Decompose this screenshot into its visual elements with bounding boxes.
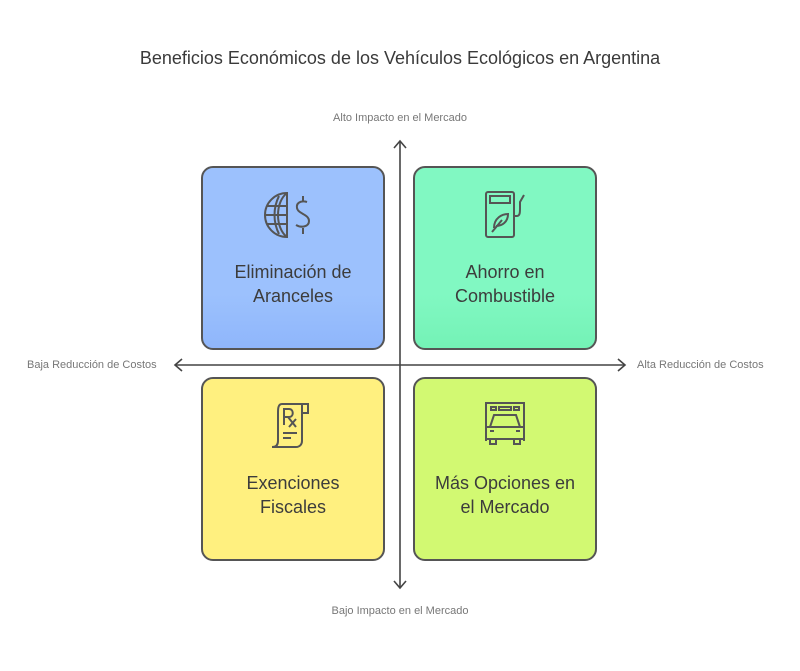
eco-fuel-pump-icon — [415, 190, 595, 240]
arrow-up-icon — [393, 139, 407, 149]
arrow-left-icon — [173, 358, 183, 372]
axis-label-right: Alta Reducción de Costos — [637, 359, 764, 371]
prescription-scroll-icon — [203, 401, 383, 451]
quadrant-label: Ahorro en Combustible — [415, 260, 595, 308]
label-line: Exenciones — [246, 473, 340, 493]
label-line: Fiscales — [259, 497, 326, 517]
label-line: el Mercado — [460, 497, 550, 517]
label-line: Aranceles — [252, 286, 334, 306]
diagram-title: Beneficios Económicos de los Vehículos E… — [139, 48, 661, 68]
quadrant-label: Más Opciones en el Mercado — [415, 471, 595, 519]
vehicle-icon — [415, 401, 595, 451]
quadrant-mas-opciones: Más Opciones en el Mercado — [413, 377, 597, 561]
label-line: Más Opciones en — [434, 473, 576, 493]
axis-label-bottom: Bajo Impacto en el Mercado — [331, 605, 469, 617]
arrow-down-icon — [393, 580, 407, 590]
arrow-right-icon — [617, 358, 627, 372]
quadrant-ahorro-combustible: Ahorro en Combustible — [413, 166, 597, 350]
axis-label-top: Alto Impacto en el Mercado — [333, 112, 467, 124]
label-line: Ahorro en — [465, 262, 545, 282]
label-line: Combustible — [454, 286, 556, 306]
label-line: Eliminación de — [234, 262, 352, 282]
globe-dollar-icon — [203, 190, 383, 240]
axis-label-left: Baja Reducción de Costos — [27, 359, 157, 371]
quadrant-eliminacion-aranceles: Eliminación de Aranceles — [201, 166, 385, 350]
quadrant-label: Eliminación de Aranceles — [203, 260, 383, 308]
